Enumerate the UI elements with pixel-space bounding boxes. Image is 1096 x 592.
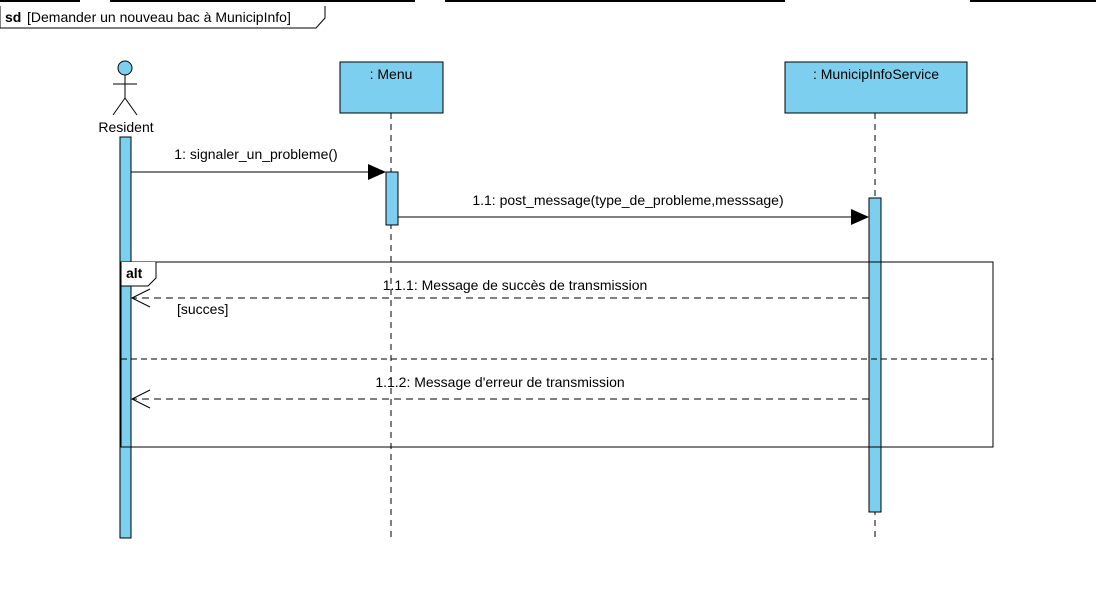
message-2[interactable]: 1.1: post_message(type_de_probleme,messs…	[398, 192, 869, 225]
lifeline-menu-label: : Menu	[370, 66, 413, 82]
message-3[interactable]: 1.1.1: Message de succès de transmission	[130, 277, 869, 308]
actor-left-leg	[112, 97, 126, 116]
message-3-arrowhead	[130, 288, 151, 308]
message-4-arrowhead	[130, 389, 151, 409]
message-1-arrowhead	[368, 164, 386, 180]
message-1-label: 1: signaler_un_probleme()	[174, 146, 337, 162]
activation-resident[interactable]	[119, 136, 132, 539]
message-4-label: 1.1.2: Message d'erreur de transmission	[375, 374, 624, 390]
frame-label: sd [Demander un nouveau bac à MunicipInf…	[0, 6, 326, 29]
activation-service[interactable]	[868, 197, 882, 513]
actor-resident[interactable]: Resident	[98, 60, 154, 135]
alt-operator-tab	[120, 262, 157, 287]
message-2-arrowhead	[851, 209, 869, 225]
message-2-label: 1.1: post_message(type_de_probleme,messs…	[472, 192, 783, 208]
lifeline-service-box	[784, 61, 968, 114]
activation-menu[interactable]	[385, 171, 399, 226]
lifeline-menu[interactable]: : Menu	[339, 61, 444, 540]
frame-keyword: sd	[5, 9, 21, 25]
lifeline-service[interactable]: : MunicipInfoService	[784, 61, 968, 540]
actor-right-leg	[124, 97, 138, 116]
message-4[interactable]: 1.1.2: Message d'erreur de transmission	[130, 374, 869, 409]
alt-fragment[interactable]: alt [succes]	[120, 261, 994, 448]
lifeline-service-label: : MunicipInfoService	[813, 66, 939, 82]
alt-guard-1: [succes]	[177, 301, 228, 317]
actor-label: Resident	[98, 119, 153, 135]
alt-fragment-frame	[120, 261, 994, 448]
frame-title: [Demander un nouveau bac à MunicipInfo]	[27, 9, 291, 25]
message-1[interactable]: 1: signaler_un_probleme()	[131, 146, 386, 180]
actor-head	[117, 60, 133, 76]
message-3-label: 1.1.1: Message de succès de transmission	[383, 277, 648, 293]
alt-operator-label: alt	[126, 265, 143, 281]
